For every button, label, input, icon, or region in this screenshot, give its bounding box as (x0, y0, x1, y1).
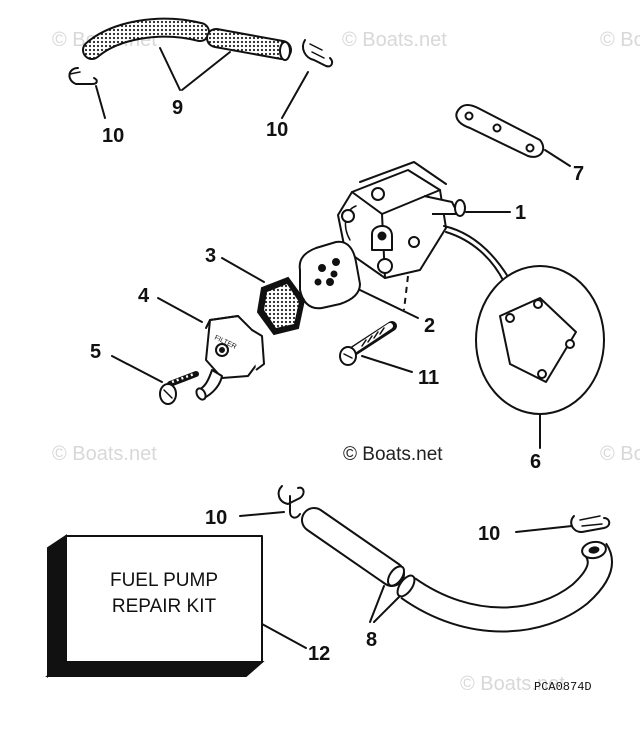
watermark-group: © Boats.net © Boats.net © Boats.net © Bo… (52, 29, 640, 695)
callout-10-lower-left: 10 (205, 507, 227, 529)
fuel-hose-lower-long (396, 540, 613, 633)
callout-5: 5 (90, 341, 101, 363)
watermark: © Boats.net (342, 29, 447, 51)
callout-10-lower-right: 10 (478, 523, 500, 545)
fuel-hose-upper (82, 17, 210, 60)
part-code: PCA0874D (534, 680, 592, 694)
fuel-pump (337, 161, 511, 311)
hose-clamp-upper-left (68, 67, 98, 85)
repair-kit-box: FUEL PUMP REPAIR KIT (45, 534, 265, 679)
watermark: © Boats.net (600, 29, 640, 51)
fuel-hose-lower-short (301, 507, 405, 587)
repair-kit-label-line2: REPAIR KIT (112, 596, 217, 617)
callout-10-upper-right: 10 (266, 119, 288, 141)
gasket-plate (455, 104, 545, 158)
filter-cover: FILTER (195, 315, 265, 401)
callout-8: 8 (366, 629, 377, 651)
fuel-hose-upper-short (206, 28, 292, 61)
watermark-main: © Boats.net (343, 444, 443, 465)
pump-diaphragm (298, 240, 361, 310)
callout-4: 4 (138, 285, 150, 307)
callout-6: 6 (530, 451, 541, 473)
callout-1: 1 (515, 202, 526, 224)
filter-screen (256, 276, 306, 336)
hose-clamp-lower-right (570, 515, 611, 533)
callout-3: 3 (205, 245, 216, 267)
crankcase-cover-plate (475, 265, 605, 415)
watermark: © Boats.net (52, 443, 157, 465)
pump-mounting-bolt (339, 321, 397, 366)
callout-7: 7 (573, 163, 584, 185)
hose-clamp-upper-right (302, 39, 334, 68)
callout-2: 2 (424, 315, 435, 337)
watermark: © Boats.net (600, 443, 640, 465)
callout-10-upper-left: 10 (102, 125, 124, 147)
watermark: © Boats.net (460, 673, 565, 695)
callout-11: 11 (418, 367, 439, 389)
hose-clamp-lower-left (277, 485, 305, 519)
callout-9: 9 (172, 97, 183, 119)
filter-cover-screw (159, 371, 199, 405)
repair-kit-label-line1: FUEL PUMP (110, 570, 218, 591)
callout-12: 12 (308, 643, 330, 665)
